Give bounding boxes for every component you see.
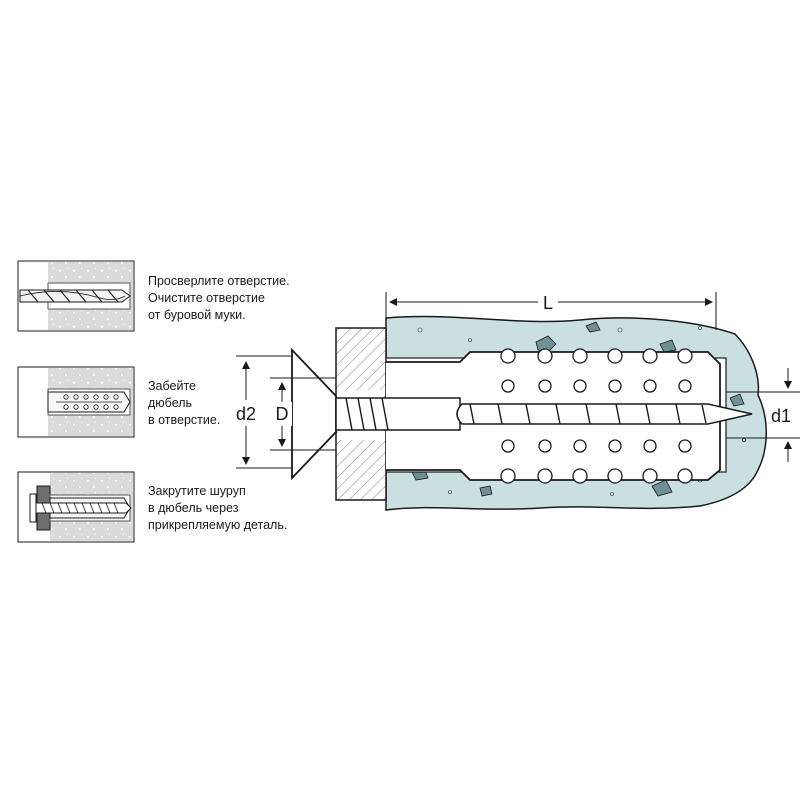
step-3-line-2: в дюбель через	[148, 501, 239, 515]
dim-label-d1: d1	[771, 406, 791, 426]
dowel-icon	[17, 366, 135, 438]
dim-label-d2: d2	[236, 404, 256, 424]
step-1-line-3: от буровой муки.	[148, 308, 246, 322]
dim-label-L: L	[543, 293, 553, 313]
step-3-line-1: Закрутите шуруп	[148, 484, 246, 498]
dim-label-D: D	[276, 404, 289, 424]
step-1-caption: Просверлите отверстие. Очистите отверсти…	[148, 273, 290, 324]
screw	[291, 347, 753, 481]
step-1-line-2: Очистите отверстие	[148, 291, 265, 305]
step-2-line-3: в отверстие.	[148, 413, 221, 427]
step-2-caption: Забейте дюбель в отверстие.	[148, 378, 220, 429]
step-3-line-3: прикрепляемую деталь.	[148, 518, 288, 532]
step-2-line-2: дюбель	[148, 396, 193, 410]
step-1-line-1: Просверлите отверстие.	[148, 274, 290, 288]
screw-in-icon	[17, 471, 135, 543]
drill-icon	[17, 260, 135, 332]
step-2-line-1: Забейте	[148, 379, 196, 393]
step-3-caption: Закрутите шуруп в дюбель через прикрепля…	[148, 483, 287, 534]
